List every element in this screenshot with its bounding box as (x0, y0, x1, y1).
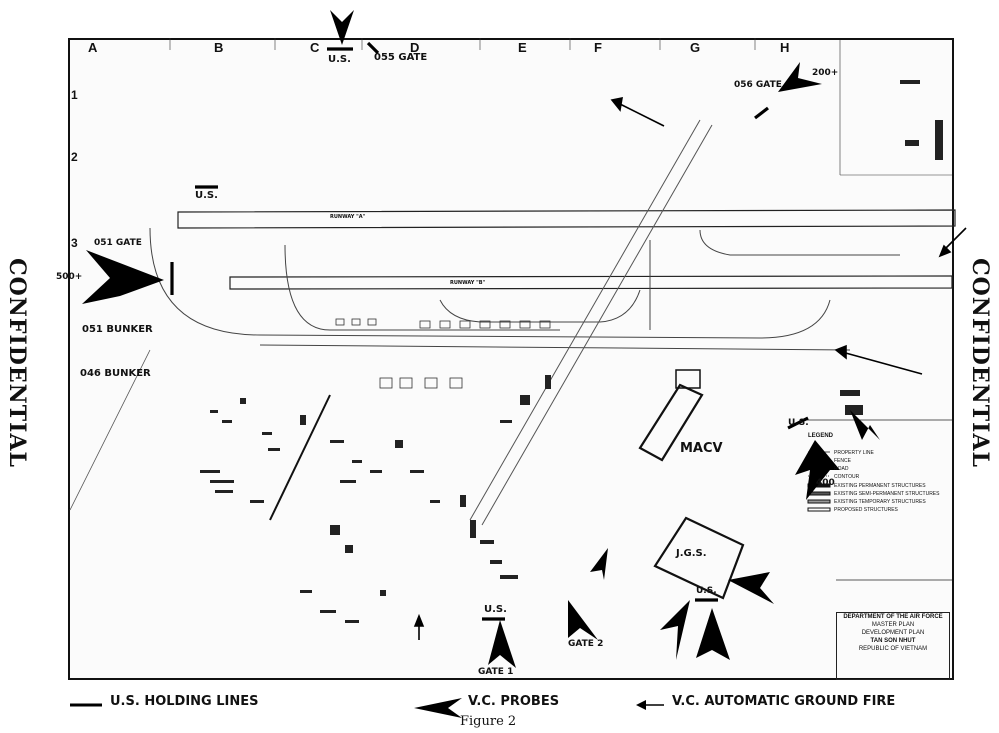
grid-col-d: D (410, 40, 420, 55)
runway-b (229, 275, 953, 290)
label-runway-b: RUNWAY "B" (450, 280, 486, 286)
hangars (335, 318, 551, 389)
label-bunker-046: 046 BUNKER (80, 368, 151, 379)
legend-us-holding-lines: U.S. HOLDING LINES (110, 694, 259, 709)
legend-item: FENCE (834, 458, 851, 464)
label-us-jgs: U.S. (696, 586, 717, 596)
west-perimeter (69, 349, 151, 511)
grid-row-1: 1 (71, 88, 78, 102)
legend-item: PROPOSED STRUCTURES (834, 507, 898, 513)
title-block-line: MASTER PLAN (871, 622, 915, 628)
legend-item: CONTOUR (834, 474, 860, 480)
figure-caption: Figure 2 (460, 714, 517, 729)
title-block-line: REPUBLIC OF VIETNAM (858, 646, 928, 652)
legend-item: ROAD (834, 466, 849, 472)
legend-item: EXISTING SEMI-PERMANENT STRUCTURES (834, 491, 940, 497)
legend-ground-fire-symbol (636, 700, 664, 710)
building-clusters (200, 80, 943, 623)
grid-row-3: 3 (71, 236, 78, 250)
map-legend-title: LEGEND (808, 433, 834, 439)
grid-col-a: A (88, 40, 98, 55)
vc-probe-arrows (82, 10, 880, 668)
confidential-right-marking: CONFIDENTIAL (967, 258, 993, 468)
map-title-block: DEPARTMENT OF THE AIR FORCE MASTER PLAN … (836, 612, 950, 680)
label-jgs: J.G.S. (676, 548, 707, 559)
confidential-left-marking: CONFIDENTIAL (4, 258, 30, 468)
grid-col-c: C (310, 40, 320, 55)
label-us-gate1: U.S. (484, 604, 507, 615)
label-macv: MACV (680, 441, 723, 456)
label-us-top: U.S. (328, 54, 351, 65)
legend-item: PROPERTY LINE (834, 450, 874, 456)
legend-vc-ground-fire: V.C. AUTOMATIC GROUND FIRE (672, 694, 896, 709)
diagonal-runway (469, 119, 713, 526)
grid-col-b: B (214, 40, 224, 55)
label-gate-056: 056 GATE (734, 80, 782, 90)
base-map (68, 38, 954, 680)
legend-item: EXISTING TEMPORARY STRUCTURES (834, 499, 926, 505)
label-bunker-051: 051 BUNKER (82, 324, 153, 335)
label-us-macv: U.S. (788, 418, 809, 428)
label-count-200: 200+ (812, 68, 839, 78)
label-gate-055: 055 GATE (374, 52, 428, 63)
macv-outline (638, 383, 704, 462)
grid-row-2: 2 (71, 150, 78, 164)
label-gate-2: GATE 2 (568, 639, 604, 649)
title-block-line: DEPARTMENT OF THE AIR FORCE (843, 614, 943, 620)
us-holding-lines (170, 41, 809, 621)
label-count-400: 400 (816, 478, 835, 488)
label-gate-1: GATE 1 (478, 667, 514, 677)
grid-lines (169, 38, 952, 176)
runway-a (177, 209, 956, 229)
grid-col-h: H (780, 40, 790, 55)
grid-col-f: F (594, 40, 602, 55)
property-line (269, 394, 331, 521)
label-count-500: 500+ (56, 272, 83, 282)
jgs-outline (653, 516, 745, 600)
grid-col-e: E (518, 40, 527, 55)
title-block-line: TAN SON NHUT (870, 638, 916, 644)
label-us-left: U.S. (195, 190, 218, 201)
terminal-building (675, 369, 701, 389)
legend-probe-symbol (414, 698, 462, 718)
legend-vc-probes: V.C. PROBES (468, 694, 560, 709)
vc-ground-fire-arrows (413, 96, 967, 640)
legend-item: EXISTING PERMANENT STRUCTURES (834, 483, 926, 489)
label-runway-a: RUNWAY "A" (330, 214, 366, 220)
title-block-line: DEVELOPMENT PLAN (861, 630, 925, 636)
label-gate-051: 051 GATE (94, 238, 142, 248)
grid-col-g: G (690, 40, 701, 55)
